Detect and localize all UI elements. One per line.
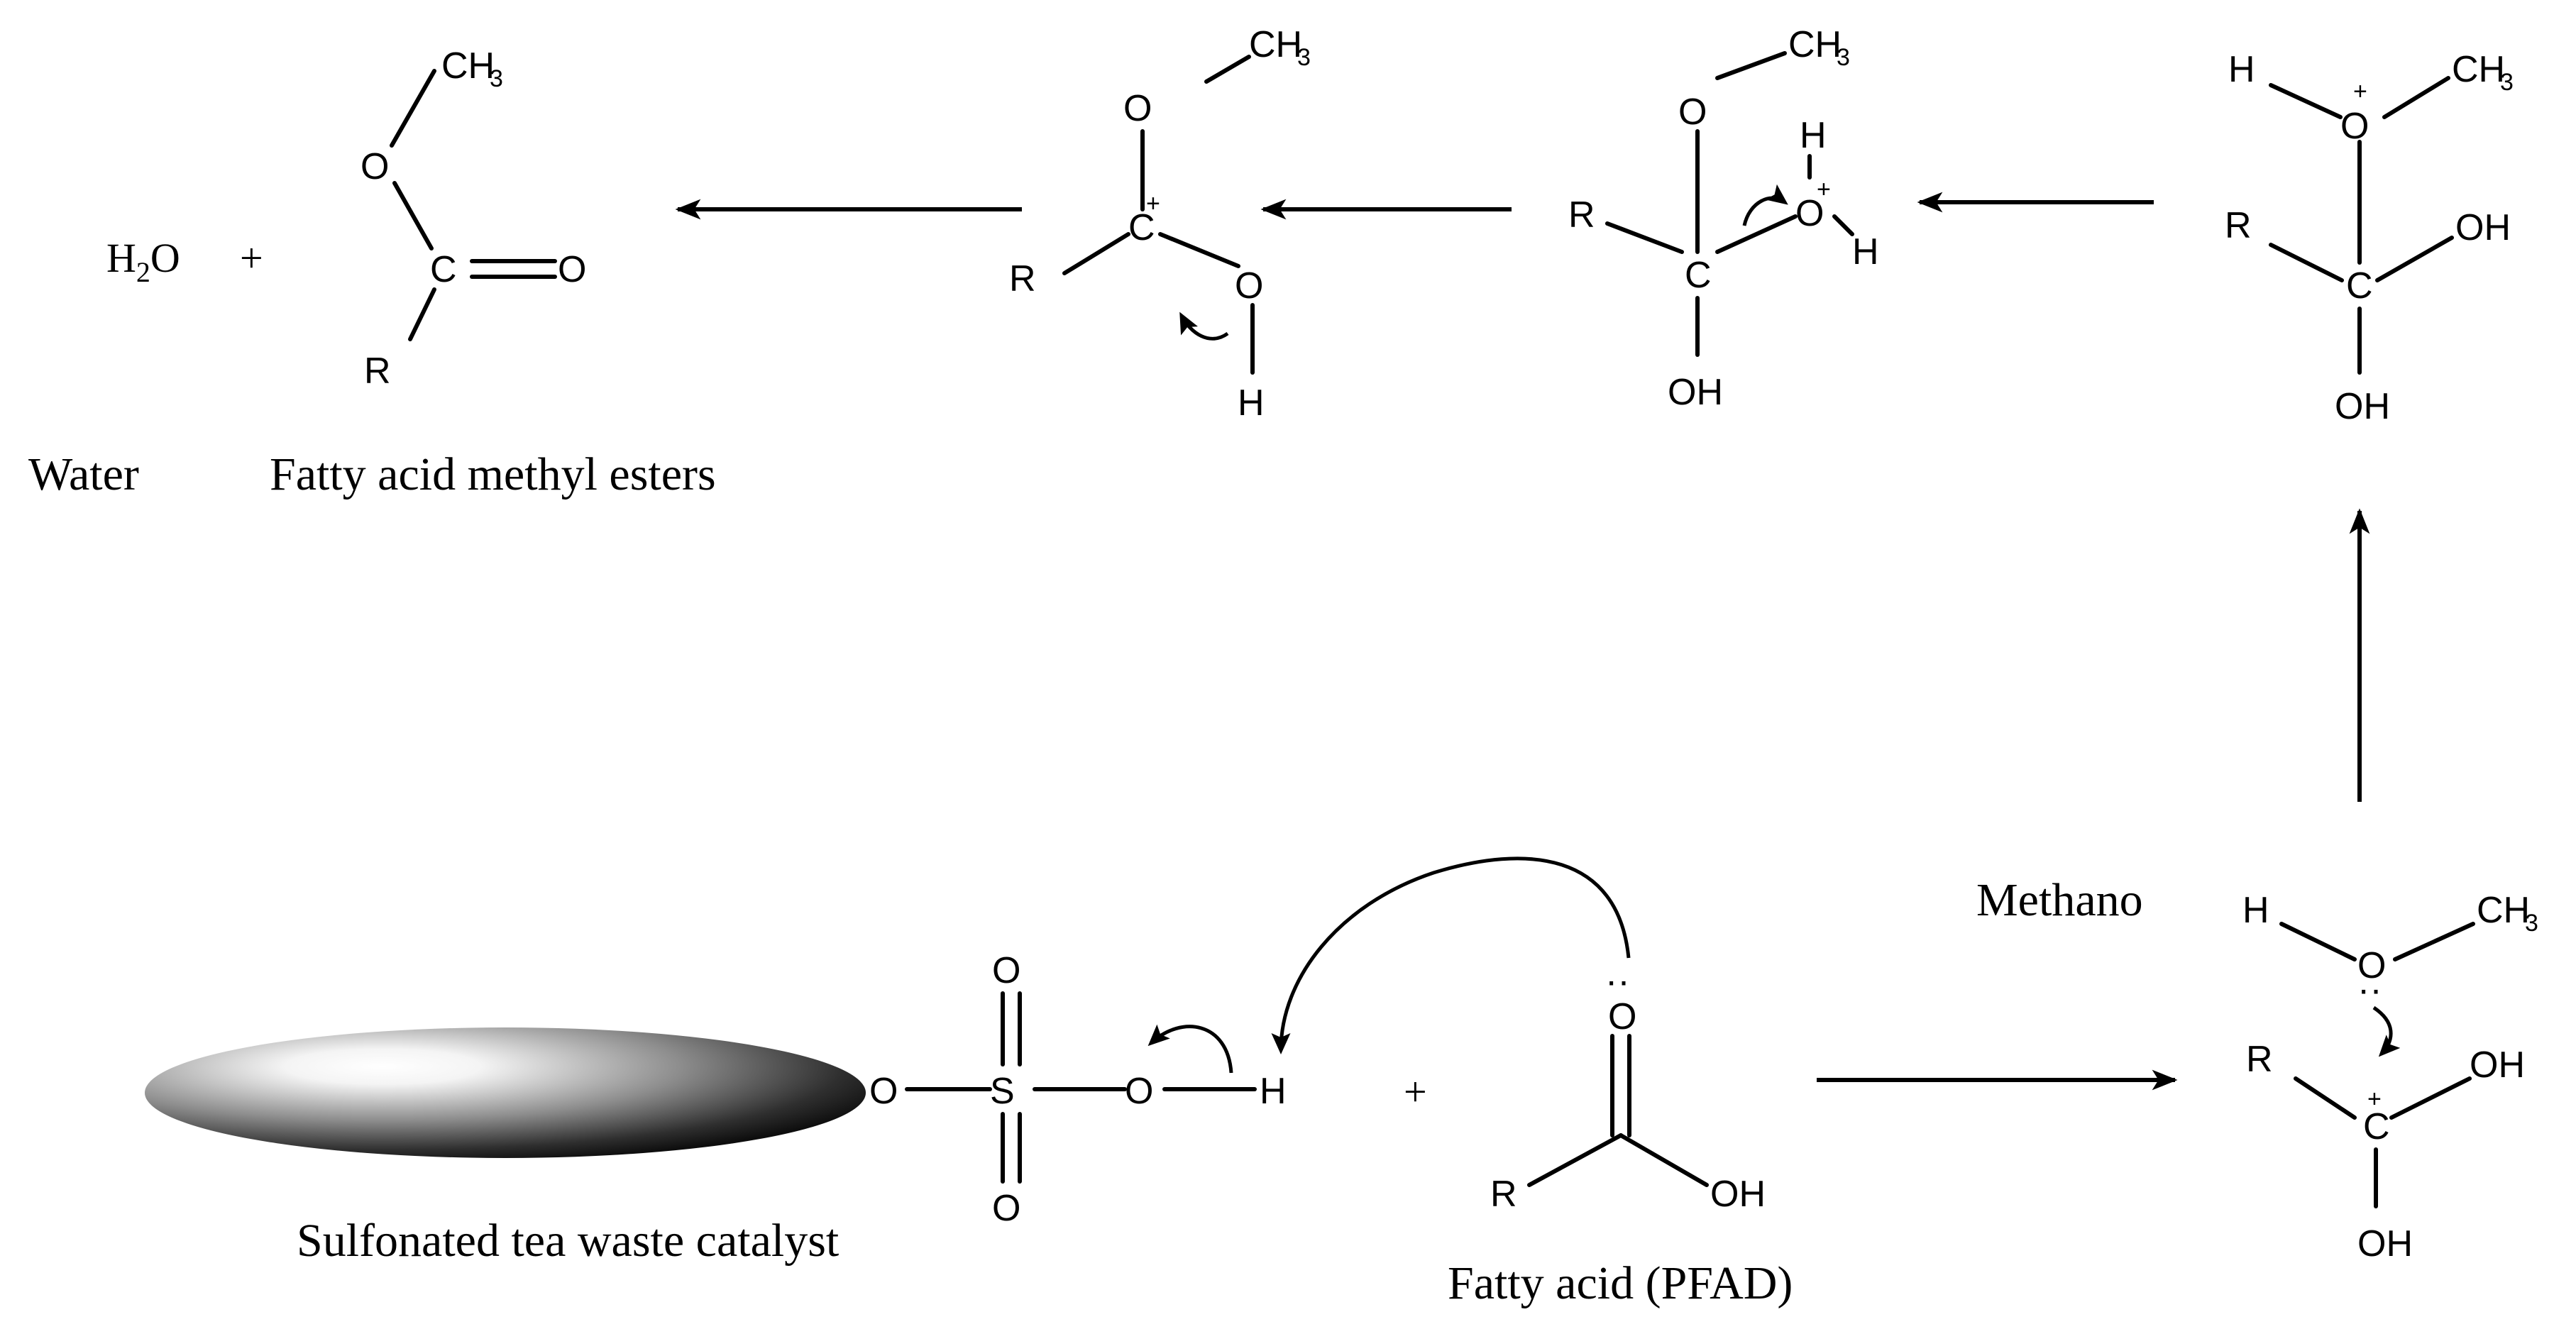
svg-text:R: R (1490, 1174, 1517, 1215)
svg-text:CH: CH (441, 45, 495, 87)
svg-text:CH: CH (2452, 49, 2505, 90)
svg-text:O: O (992, 950, 1020, 991)
electron-push-arrow (1179, 312, 1229, 341)
svg-text:+: + (1817, 176, 1831, 203)
svg-text:O: O (1125, 1071, 1153, 1112)
svg-text:OH: OH (2335, 386, 2390, 427)
svg-text:C: C (2346, 265, 2373, 307)
svg-text:+: + (2353, 78, 2367, 105)
svg-text:R: R (2225, 205, 2252, 246)
plus-sign-products: + (240, 235, 263, 281)
protonated-tetrahedral-intermediate: O CH 3 R C O + H H OH (1568, 24, 1879, 413)
svg-text:O: O (992, 1188, 1020, 1229)
svg-text:OH: OH (2455, 207, 2511, 248)
svg-text:3: 3 (2500, 69, 2514, 96)
svg-text:H: H (1238, 382, 1265, 424)
svg-text:OH: OH (1668, 372, 1723, 413)
svg-text:O: O (1795, 193, 1824, 234)
svg-text:O: O (2340, 106, 2369, 147)
svg-text:OH: OH (2470, 1044, 2525, 1086)
oxonium-tetrahedral-intermediate: H O + CH 3 R C OH OH (2225, 49, 2514, 427)
svg-text:··: ·· (1605, 961, 1630, 1002)
svg-text:H: H (2242, 890, 2269, 931)
svg-text:3: 3 (1837, 44, 1850, 71)
svg-text:R: R (1009, 258, 1036, 299)
svg-text:C: C (1128, 207, 1155, 248)
proton-transfer-arrow (1271, 856, 1631, 1054)
sulfonic-acid-group: O S O H O O (869, 950, 1287, 1229)
svg-text:C: C (430, 249, 457, 290)
svg-text:C: C (1685, 255, 1712, 296)
svg-text:OH: OH (2357, 1223, 2413, 1264)
methanol-attack-structure: H O ·· CH 3 R C + OH OH (2242, 890, 2538, 1264)
svg-text:H: H (2228, 49, 2255, 90)
svg-text:CH: CH (1249, 24, 1302, 65)
svg-text:+: + (1146, 190, 1160, 217)
svg-text:R: R (1568, 194, 1595, 236)
protonated-ester-carbocation: O CH 3 C + R O H (1009, 24, 1311, 424)
svg-text:R: R (364, 351, 391, 392)
svg-text:O: O (2357, 945, 2386, 986)
fame-label: Fatty acid methyl esters (270, 448, 716, 500)
nucleophilic-attack-arrow (2372, 1005, 2401, 1057)
plus-sign-reactants: + (1404, 1069, 1427, 1115)
fatty-acid-structure: ·· O R OH (1490, 961, 1766, 1215)
svg-text:S: S (990, 1071, 1015, 1112)
svg-text:H2O: H2O (106, 235, 180, 288)
svg-text:O: O (360, 146, 389, 187)
electron-push-arrow (1742, 184, 1788, 226)
svg-text:R: R (2246, 1039, 2273, 1080)
svg-text:CH: CH (2477, 890, 2530, 931)
water-label: Water (28, 448, 139, 500)
svg-text:H: H (1260, 1071, 1287, 1112)
svg-text:O: O (1235, 265, 1263, 307)
svg-text:CH: CH (1788, 24, 1842, 65)
svg-text:O: O (1123, 88, 1152, 129)
svg-text:O: O (869, 1071, 898, 1112)
svg-text:3: 3 (490, 65, 503, 92)
svg-text:··: ·· (2357, 969, 2382, 1010)
water-product: H2O (106, 235, 180, 288)
svg-text:H: H (1852, 231, 1879, 272)
svg-text:3: 3 (2525, 910, 2538, 937)
svg-text:OH: OH (1710, 1174, 1766, 1215)
svg-text:O: O (1608, 996, 1636, 1037)
fatty-acid-methyl-ester-structure: CH 3 O C O R (360, 45, 586, 392)
methanol-label: Methano (1976, 874, 2143, 926)
svg-text:C: C (2363, 1106, 2390, 1147)
svg-text:3: 3 (1297, 44, 1311, 71)
svg-text:H: H (1800, 115, 1827, 156)
fatty-acid-label: Fatty acid (PFAD) (1448, 1257, 1793, 1309)
svg-text:O: O (558, 249, 586, 290)
electron-push-arrow (1147, 1024, 1233, 1074)
svg-text:+: + (2367, 1086, 2382, 1113)
svg-text:O: O (1678, 92, 1707, 133)
catalyst-particle (145, 1027, 866, 1158)
catalyst-label: Sulfonated tea waste catalyst (297, 1215, 839, 1267)
